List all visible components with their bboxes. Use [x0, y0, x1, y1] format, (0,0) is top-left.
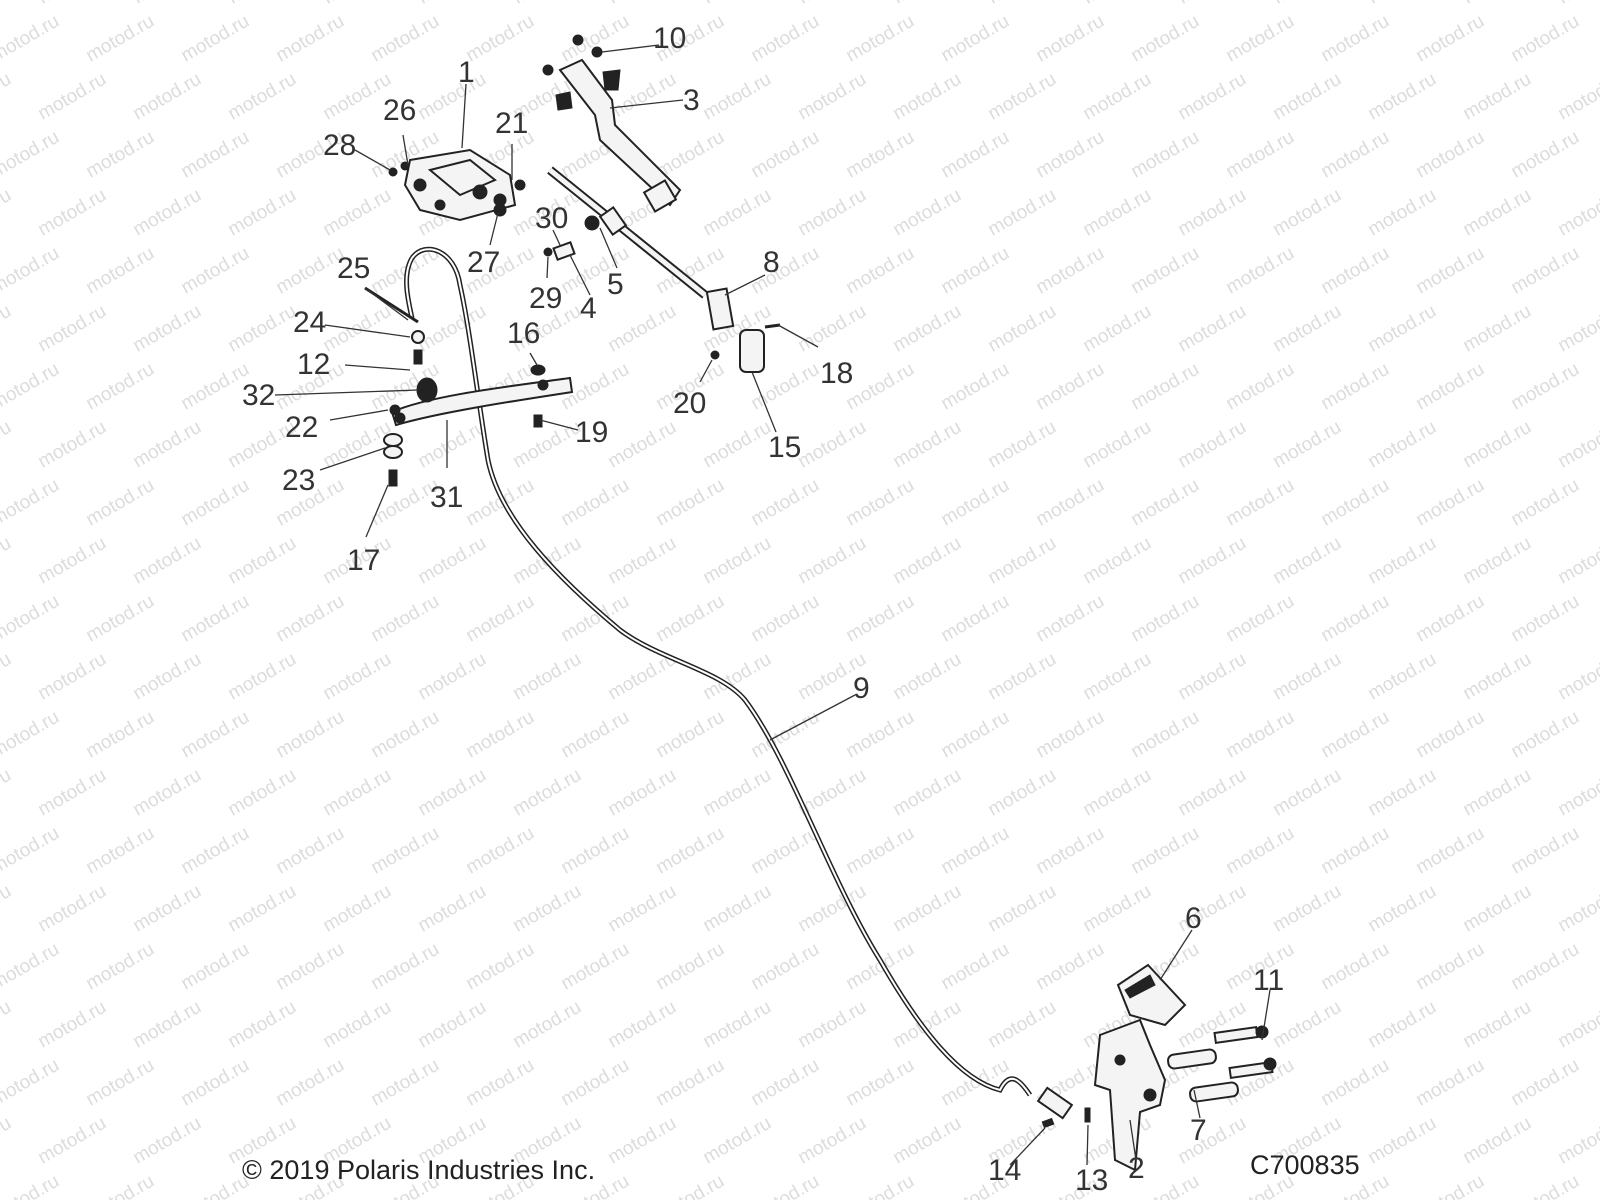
callout-14: 14: [988, 1154, 1021, 1187]
diagram-id: C700835: [1250, 1150, 1360, 1180]
callout-24: 24: [293, 306, 326, 339]
callout-2: 2: [1128, 1152, 1145, 1185]
callout-28: 28: [323, 129, 356, 162]
callout-1: 1: [458, 56, 475, 89]
callout-8: 8: [763, 246, 780, 279]
part-7-11-bolts: [1167, 1025, 1277, 1103]
part-6-caliper: [1116, 963, 1187, 1027]
callout-32: 32: [242, 379, 275, 412]
cable-end-fitting: [1036, 1086, 1091, 1129]
part-3-bracket: [555, 58, 682, 213]
part-1-bracket: [403, 148, 517, 222]
leader-lines: [274, 44, 1271, 1166]
part-2-bracket: [1093, 1018, 1167, 1172]
callout-15: 15: [768, 431, 801, 464]
callout-11: 11: [1253, 964, 1284, 997]
callout-5: 5: [607, 268, 624, 301]
callout-31: 31: [430, 481, 463, 514]
callout-labels: 1 2 3 4 5 6 7 8 9 10 11 12 13 14 15 16 1…: [242, 22, 1284, 1197]
part-31-bar: [390, 376, 574, 427]
copyright-text: © 2019 Polaris Industries Inc.: [242, 1155, 596, 1185]
callout-16: 16: [507, 317, 540, 350]
callout-27: 27: [467, 246, 500, 279]
callout-29: 29: [529, 282, 562, 315]
callout-9: 9: [853, 672, 870, 705]
callout-23: 23: [282, 464, 315, 497]
callout-4: 4: [580, 292, 597, 325]
callout-3: 3: [683, 84, 700, 117]
left-fastener-stack: [364, 286, 546, 487]
callout-12: 12: [297, 348, 330, 381]
callout-7: 7: [1190, 1114, 1207, 1147]
callout-25: 25: [337, 252, 370, 285]
part-5-shaft: [547, 166, 708, 299]
callout-20: 20: [673, 387, 706, 420]
callout-21: 21: [495, 107, 528, 140]
part-30-clip: [543, 241, 576, 261]
callout-17: 17: [347, 544, 380, 577]
callout-6: 6: [1185, 902, 1202, 935]
part-8-lever: [705, 287, 781, 373]
callout-30: 30: [535, 202, 568, 235]
callout-18: 18: [820, 357, 853, 390]
callout-19: 19: [575, 416, 608, 449]
cable-line: [409, 246, 1033, 1097]
callout-26: 26: [383, 94, 416, 127]
callout-13: 13: [1075, 1164, 1108, 1197]
callout-10: 10: [653, 22, 686, 55]
callout-22: 22: [285, 411, 318, 444]
